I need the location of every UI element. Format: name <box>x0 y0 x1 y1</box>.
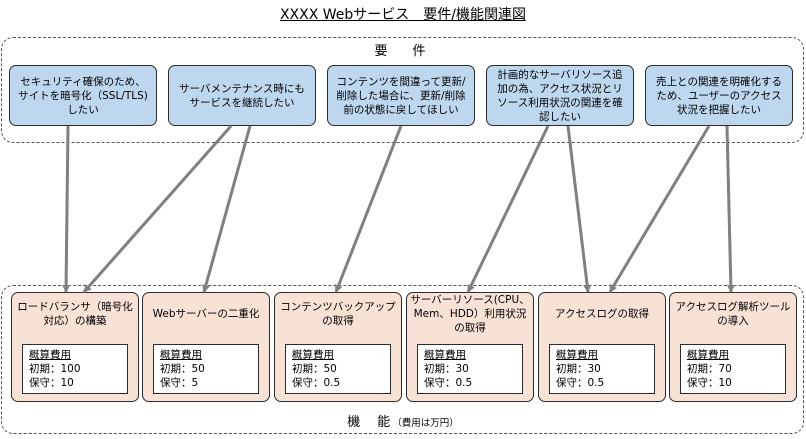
function-box-load-balancer: ロードバランサ（暗号化対応）の構築 概算費用 初期：100 保守：10 <box>11 292 139 402</box>
function-box-content-backup: コンテンツバックアップの取得 概算費用 初期：50 保守：0.5 <box>274 292 402 402</box>
relation-arrow-2 <box>82 125 233 293</box>
requirement-box-access-analysis: 売上との関連を明確化するため、ユーザーのアクセス状況を把握したい <box>645 65 793 126</box>
cost-header: 概算費用 <box>556 349 598 361</box>
initial-cost-row: 初期：70 <box>687 362 785 376</box>
maintenance-cost-value: 0.5 <box>323 377 341 389</box>
function-title: アクセスログの取得 <box>555 308 649 320</box>
relation-arrow-3 <box>202 125 252 293</box>
maintenance-cost-row: 保守：5 <box>160 376 258 390</box>
maintenance-cost-label: 保守： <box>160 377 192 389</box>
maintenance-cost-label: 保守： <box>29 377 61 389</box>
relation-arrow-1 <box>62 125 71 293</box>
function-title: サーバーリソース(CPU、Mem、HDD）利用状況の取得 <box>410 294 530 334</box>
relation-arrow-4 <box>334 125 403 293</box>
requirements-group <box>1 37 804 143</box>
maintenance-cost-value: 0.5 <box>455 377 473 389</box>
cost-header: 概算費用 <box>29 349 71 361</box>
functions-group <box>1 285 804 434</box>
cost-header: 概算費用 <box>292 349 334 361</box>
function-title: Webサーバーの二重化 <box>152 308 260 320</box>
initial-cost-row: 初期：30 <box>556 362 654 376</box>
maintenance-cost-row: 保守：10 <box>29 376 127 390</box>
initial-cost-label: 初期： <box>29 363 61 375</box>
initial-cost-value: 30 <box>455 363 469 375</box>
initial-cost-row: 初期：30 <box>424 362 522 376</box>
requirement-box-content-restore: コンテンツを間違って更新/削除した場合に、更新/削除前の状態に戻してほしい <box>327 65 475 126</box>
maintenance-cost-value: 5 <box>191 377 199 389</box>
cost-box: 概算費用 初期：30 保守：0.5 <box>549 344 655 394</box>
maintenance-cost-label: 保守： <box>292 377 324 389</box>
initial-cost-label: 初期： <box>160 363 192 375</box>
initial-cost-value: 100 <box>60 363 81 375</box>
maintenance-cost-row: 保守：0.5 <box>424 376 522 390</box>
maintenance-cost-row: 保守：10 <box>687 376 785 390</box>
function-box-log-analysis-tool: アクセスログ解析ツールの導入 概算費用 初期：70 保守：10 <box>669 292 797 402</box>
functions-cost-note: （費用は万円） <box>392 418 459 429</box>
maintenance-cost-value: 10 <box>718 377 732 389</box>
diagram-title: XXXX Webサービス 要件/機能関連図 <box>279 7 527 23</box>
cost-box: 概算費用 初期：70 保守：10 <box>680 344 786 394</box>
cost-header: 概算費用 <box>424 349 466 361</box>
function-box-resource-usage: サーバーリソース(CPU、Mem、HDD）利用状況の取得 概算費用 初期：30 … <box>406 292 534 402</box>
function-title: コンテンツバックアップの取得 <box>280 301 396 327</box>
requirement-box-ssl: セキュリティ確保のため、サイトを暗号化（SSL/TLS)したい <box>9 65 157 126</box>
relation-arrow-6 <box>566 125 592 293</box>
requirement-text: サーバメンテナンス時にもサービスを継続したい <box>179 82 305 109</box>
requirement-text: セキュリティ確保のため、サイトを暗号化（SSL/TLS)したい <box>18 75 148 116</box>
relation-arrow-7 <box>608 125 711 293</box>
initial-cost-value: 50 <box>191 363 205 375</box>
cost-header: 概算費用 <box>160 349 202 361</box>
initial-cost-row: 初期：100 <box>29 362 127 376</box>
function-title: アクセスログ解析ツールの導入 <box>675 301 791 327</box>
requirement-text: コンテンツを間違って更新/削除した場合に、更新/削除前の状態に戻してほしい <box>336 75 466 116</box>
maintenance-cost-value: 10 <box>60 377 74 389</box>
requirement-box-resource-planning: 計画的なサーバリソース追加の為、アクセス状況とリソース利用状況の関連を確認したい <box>486 65 634 126</box>
requirement-text: 計画的なサーバリソース追加の為、アクセス状況とリソース利用状況の関連を確認したい <box>497 68 623 123</box>
requirements-group-label: 要 件 <box>374 44 432 59</box>
requirement-box-service-continuity: サーバメンテナンス時にもサービスを継続したい <box>168 65 316 126</box>
functions-group-label: 機 能（費用は万円） <box>0 411 806 430</box>
initial-cost-row: 初期：50 <box>292 362 390 376</box>
cost-box: 概算費用 初期：50 保守：5 <box>153 344 259 394</box>
maintenance-cost-label: 保守： <box>556 377 588 389</box>
initial-cost-row: 初期：50 <box>160 362 258 376</box>
cost-header: 概算費用 <box>687 349 729 361</box>
initial-cost-value: 50 <box>323 363 337 375</box>
initial-cost-value: 70 <box>718 363 732 375</box>
initial-cost-value: 30 <box>587 363 601 375</box>
initial-cost-label: 初期： <box>687 363 719 375</box>
maintenance-cost-value: 0.5 <box>587 377 605 389</box>
initial-cost-label: 初期： <box>424 363 456 375</box>
function-box-web-redundancy: Webサーバーの二重化 概算費用 初期：50 保守：5 <box>142 292 270 402</box>
maintenance-cost-row: 保守：0.5 <box>556 376 654 390</box>
maintenance-cost-label: 保守： <box>424 377 456 389</box>
functions-label-text: 機 能 <box>347 415 393 430</box>
relation-arrow-5 <box>466 125 550 293</box>
initial-cost-label: 初期： <box>556 363 588 375</box>
function-title: ロードバランサ（暗号化対応）の構築 <box>17 301 133 327</box>
maintenance-cost-row: 保守：0.5 <box>292 376 390 390</box>
relation-arrow-8 <box>725 125 735 293</box>
initial-cost-label: 初期： <box>292 363 324 375</box>
cost-box: 概算費用 初期：30 保守：0.5 <box>417 344 523 394</box>
function-box-access-log: アクセスログの取得 概算費用 初期：30 保守：0.5 <box>538 292 666 402</box>
cost-box: 概算費用 初期：50 保守：0.5 <box>285 344 391 394</box>
maintenance-cost-label: 保守： <box>687 377 719 389</box>
requirement-text: 売上との関連を明確化するため、ユーザーのアクセス状況を把握したい <box>656 75 782 116</box>
cost-box: 概算費用 初期：100 保守：10 <box>22 344 128 394</box>
